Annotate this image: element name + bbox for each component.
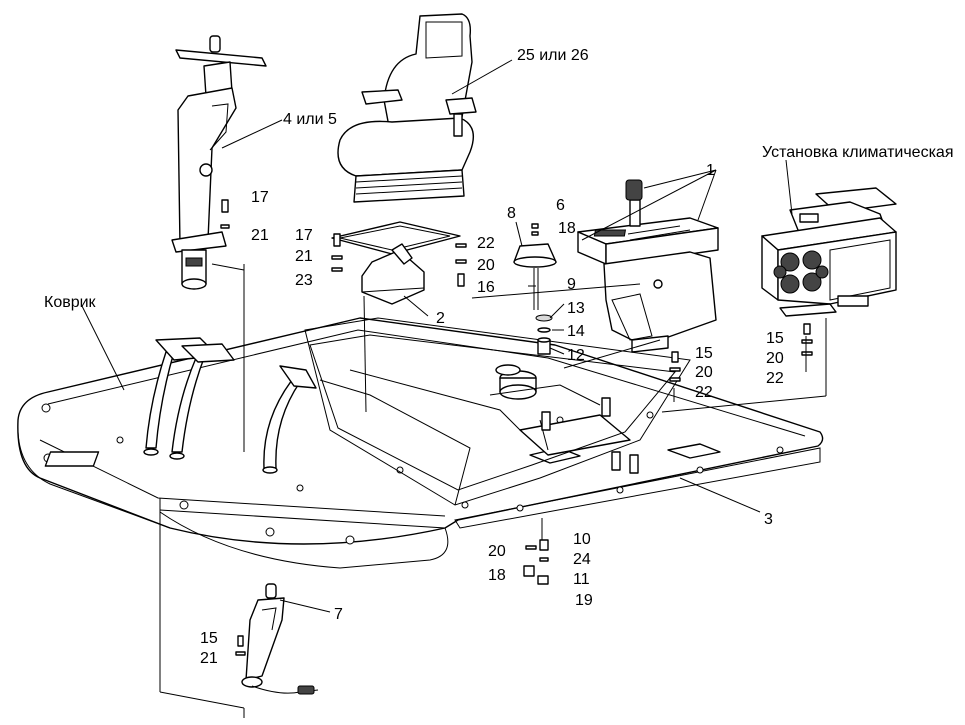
label-part-21-column: 21 [251, 227, 269, 244]
label-part-18-bottom: 18 [488, 567, 506, 584]
label-part-13: 13 [567, 300, 585, 317]
label-part-11: 11 [573, 571, 590, 588]
operator-seat [337, 13, 477, 203]
label-part-17-seat: 17 [295, 227, 313, 244]
label-part-14: 14 [567, 323, 585, 340]
label-part-21-lever: 21 [200, 650, 218, 667]
label-part-10: 10 [573, 531, 591, 548]
control-console [577, 179, 719, 353]
label-part-7: 7 [334, 606, 343, 623]
label-part-1: 1 [706, 162, 715, 179]
label-part-15-console: 15 [695, 345, 713, 362]
pedal-assembly [143, 337, 317, 474]
label-seat: 25 или 26 [517, 47, 589, 64]
label-part-3: 3 [764, 511, 773, 528]
climate-unit [761, 187, 897, 317]
label-part-8: 8 [507, 205, 516, 222]
label-climate-unit: Установка климатическая [762, 144, 953, 161]
label-steering-column: 4 или 5 [283, 111, 337, 128]
label-part-19: 19 [575, 592, 593, 609]
console-fasteners [669, 351, 681, 382]
label-part-22-climate: 22 [766, 370, 784, 387]
label-part-6: 6 [556, 197, 565, 214]
label-part-20-console: 20 [695, 364, 713, 381]
part-labels: 25 или 26 4 или 5 Установка климатическа… [44, 47, 953, 667]
climate-fasteners [801, 323, 813, 356]
seat-fasteners [331, 233, 467, 287]
label-part-2: 2 [436, 310, 445, 327]
floor-plate [17, 317, 824, 569]
label-part-21-seat: 21 [295, 248, 313, 265]
label-part-20-seat: 20 [477, 257, 495, 274]
label-part-20-climate: 20 [766, 350, 784, 367]
label-part-15-climate: 15 [766, 330, 784, 347]
label-part-22-console: 22 [695, 384, 713, 401]
control-knob-assembly [513, 223, 557, 355]
label-part-24: 24 [573, 551, 591, 568]
label-part-18-top: 18 [558, 220, 576, 237]
label-part-17-column: 17 [251, 189, 269, 206]
label-part-16: 16 [477, 279, 495, 296]
floor-posts [541, 397, 639, 474]
label-part-12: 12 [567, 347, 585, 364]
label-mat: Коврик [44, 294, 97, 311]
bottom-fasteners [523, 539, 549, 585]
label-part-20-bottom: 20 [488, 543, 506, 560]
steering-column [171, 35, 267, 290]
lever-assembly [235, 583, 319, 695]
leader-lines [81, 59, 827, 718]
label-part-23: 23 [295, 272, 313, 289]
floor-control-base [489, 364, 601, 406]
column-fasteners [220, 199, 230, 229]
seat-mount-bracket [331, 221, 461, 305]
label-part-22-seat: 22 [477, 235, 495, 252]
label-part-9: 9 [567, 276, 576, 293]
label-part-15-lever: 15 [200, 630, 218, 647]
